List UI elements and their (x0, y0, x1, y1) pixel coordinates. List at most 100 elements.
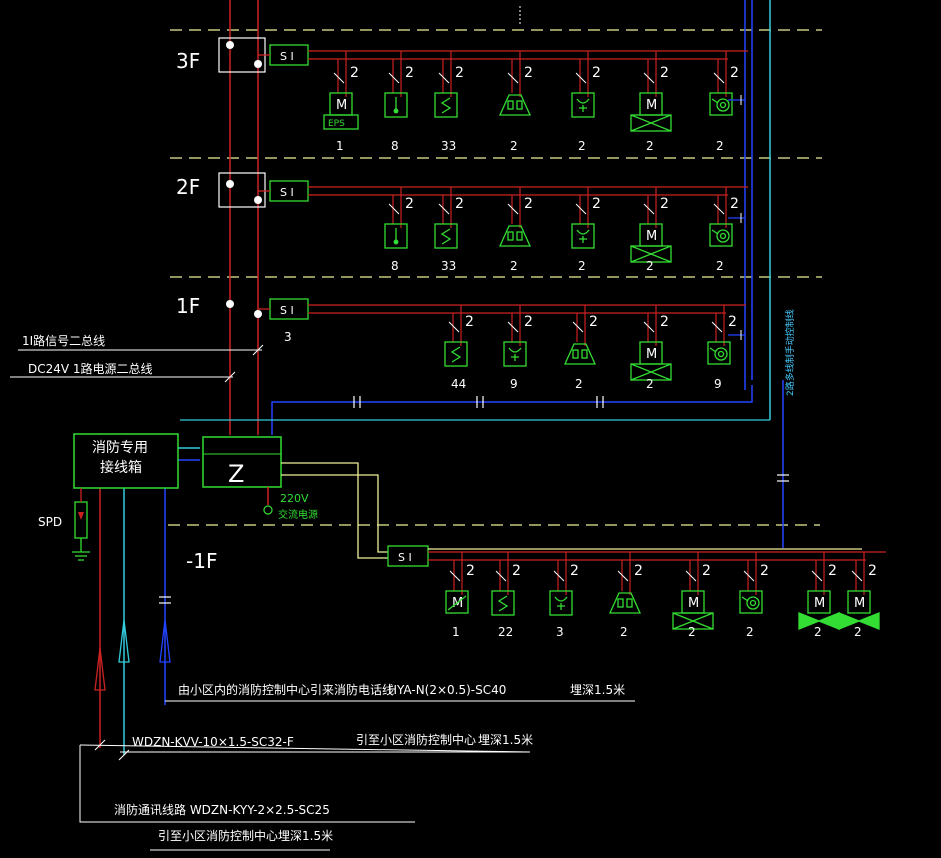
row-2f-wire-count: 2 (455, 196, 464, 212)
z-label: Z (228, 460, 244, 488)
row-b1-device (739, 590, 763, 614)
ac-power-voltage: 220V (280, 492, 309, 505)
row-2f-wire-count: 2 (405, 196, 414, 212)
row-b1-wire-count: 2 (760, 563, 769, 579)
riser-node (226, 180, 234, 188)
svg-text:M: M (646, 98, 657, 113)
row-b1-device-count: 2 (854, 625, 862, 639)
row-2f-wire-count: 2 (660, 196, 669, 212)
row-3f-device (434, 92, 458, 118)
row-b1-wire-count: 2 (634, 563, 643, 579)
fire-junction-box (73, 433, 179, 489)
row-1f-device-count: 9 (510, 377, 518, 391)
spd-label: SPD (38, 515, 62, 529)
riser-node (254, 60, 262, 68)
row-3f-device-count: 2 (646, 139, 654, 153)
row-b1-device-count: 2 (814, 625, 822, 639)
svg-text:EPS: EPS (328, 119, 345, 129)
row-3f (269, 44, 748, 97)
row-1f-device (444, 341, 468, 367)
floor-1f-label: 1F (176, 294, 200, 318)
row-3f-device: M (630, 92, 672, 132)
row-b1-si-box (387, 545, 429, 567)
svg-text:M: M (854, 596, 865, 611)
row-b1-device-count: 1 (452, 625, 460, 639)
riser-node (226, 300, 234, 308)
row-b1-device-count: 2 (620, 625, 628, 639)
row-3f-wire-count: 2 (524, 65, 533, 81)
row-b1-device-count: 2 (746, 625, 754, 639)
row-b1-device (549, 590, 573, 616)
svg-text:M: M (688, 596, 699, 611)
comm-cable-depth: 埋深1.5米 (278, 829, 333, 843)
svg-text:M: M (814, 596, 825, 611)
row-3f-device-count: 2 (578, 139, 586, 153)
comm-cable-dest: 引至小区消防控制中心 (158, 828, 278, 843)
row-3f-wire-count: 2 (660, 65, 669, 81)
row-2f-device-count: 8 (391, 259, 399, 273)
row-2f-wire-count: 2 (524, 196, 533, 212)
phone-cable-depth: 埋深1.5米 (570, 683, 625, 697)
svg-text:M: M (452, 596, 463, 611)
row-2f-device: M (630, 223, 672, 263)
row-3f-device-count: 8 (391, 139, 399, 153)
row-1f-wire-count: 2 (465, 314, 474, 330)
row-b1-wire-count: 2 (570, 563, 579, 579)
riser-node (254, 310, 262, 318)
box-label-line1: 消防专用 (92, 440, 148, 456)
row-b1-device-count: 22 (498, 625, 513, 639)
row-2f-device (709, 223, 733, 247)
row-b1-device: M (798, 590, 840, 630)
row-2f (269, 180, 748, 228)
row-2f-device-count: 2 (578, 259, 586, 273)
row-3f-device-count: 33 (441, 139, 456, 153)
row-b1-device (491, 590, 515, 616)
row-2f-device-count: 2 (510, 259, 518, 273)
row-b1-device (608, 592, 642, 614)
row-1f-device-count: 2 (575, 377, 583, 391)
row-3f-device (498, 94, 532, 116)
row-b1-wire-count: 2 (512, 563, 521, 579)
row-b1-device-count: 2 (688, 625, 696, 639)
row-3f-device-count: 2 (510, 139, 518, 153)
row-1f (269, 298, 746, 346)
row-2f-wire-count: 2 (592, 196, 601, 212)
row-2f-device (384, 223, 408, 249)
z-controller-box (202, 436, 282, 488)
phone-cable-spec: HYA-N(2×0.5)-SC40 (388, 683, 506, 697)
svg-text:M: M (336, 98, 347, 113)
row-2f-device (434, 223, 458, 249)
row-b1-wire-count: 2 (702, 563, 711, 579)
row-3f-device: M EPS (323, 92, 359, 130)
row-2f-device-count: 33 (441, 259, 456, 273)
signal-bus-label: 1I路信号二总线 (22, 333, 105, 348)
floor-b1-label: -1F (186, 549, 217, 573)
row-1f-device: M (630, 341, 672, 381)
row-3f-wire-count: 2 (730, 65, 739, 81)
row-1f-si-label: S I (280, 304, 294, 317)
row-b1-wire-count: 2 (868, 563, 877, 579)
floor-junction-box (218, 172, 266, 208)
row-3f-device (571, 92, 595, 118)
vertical-cable-label: 2路多线制手动控制线 (784, 309, 796, 396)
row-b1-device: M (445, 590, 469, 614)
power-bus-label: DC24V 1路电源二总线 (28, 361, 153, 376)
row-3f-device-count: 1 (336, 139, 344, 153)
row-1f-device-count: 2 (646, 377, 654, 391)
svg-text:M: M (646, 347, 657, 362)
row-1f-device (563, 343, 597, 365)
riser-node (254, 196, 262, 204)
row-2f-si-label: S I (280, 186, 294, 199)
row-b1-wire-count: 2 (828, 563, 837, 579)
row-2f-device (498, 225, 532, 247)
row-3f-device (384, 92, 408, 118)
row-1f-device (707, 341, 731, 365)
ac-power-label: 交流电源 (278, 508, 318, 521)
phone-cable-desc: 由小区内的消防控制中心引来消防电话线 (178, 682, 394, 697)
control-cable-spec: WDZN-KVV-10×1.5-SC32-F (132, 735, 294, 749)
floor-3f-label: 3F (176, 49, 200, 73)
row-b1-si-label: S I (398, 551, 412, 564)
row-b1-device: M (838, 590, 880, 630)
row-b1-wire-count: 2 (466, 563, 475, 579)
